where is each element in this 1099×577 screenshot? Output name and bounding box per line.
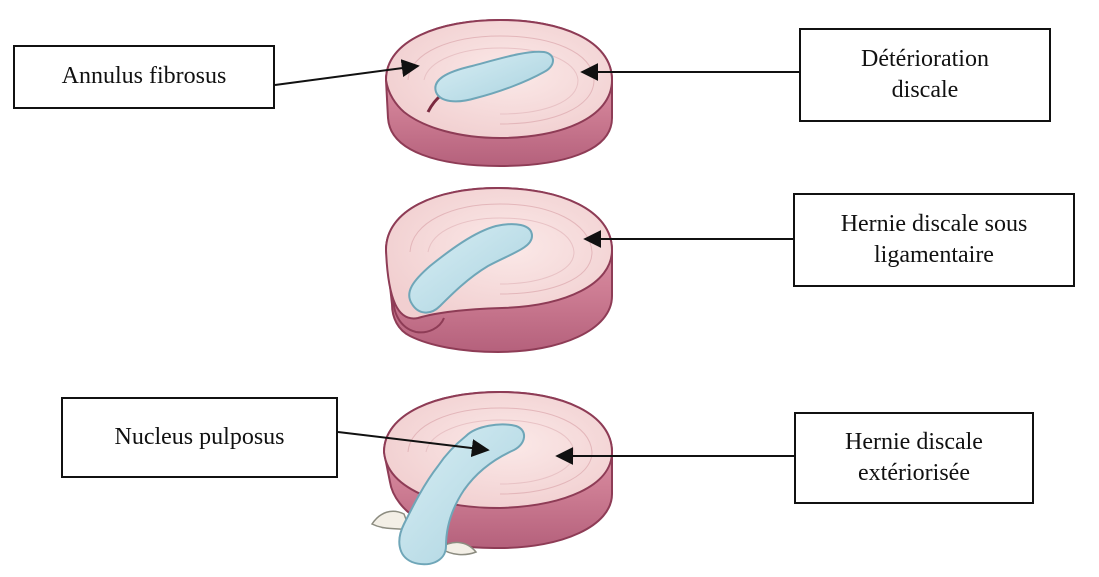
label-disc-deterioration: Détérioration discale: [799, 28, 1051, 122]
label-subligamentous-hernia: Hernie discale sous ligamentaire: [793, 193, 1075, 287]
disc-subligamentous-hernia: [386, 188, 612, 352]
label-hernie-sous-line1: Hernie discale sous: [841, 209, 1028, 240]
label-extruded-hernia: Hernie discale extériorisée: [794, 412, 1034, 504]
label-nucleus-pulposus: Nucleus pulposus: [61, 397, 338, 478]
label-hernie-sous-line2: ligamentaire: [841, 240, 1028, 271]
label-deterioration-line2: discale: [861, 75, 989, 106]
disc-deterioration: [386, 20, 612, 166]
label-hernie-ext-line2: extériorisée: [845, 458, 983, 489]
label-annulus-fibrosus: Annulus fibrosus: [13, 45, 275, 109]
label-annulus-text: Annulus fibrosus: [62, 61, 227, 92]
label-nucleus-text: Nucleus pulposus: [115, 422, 285, 453]
disc-extruded-hernia: [372, 392, 612, 564]
label-deterioration-line1: Détérioration: [861, 44, 989, 75]
label-hernie-ext-line1: Hernie discale: [845, 427, 983, 458]
